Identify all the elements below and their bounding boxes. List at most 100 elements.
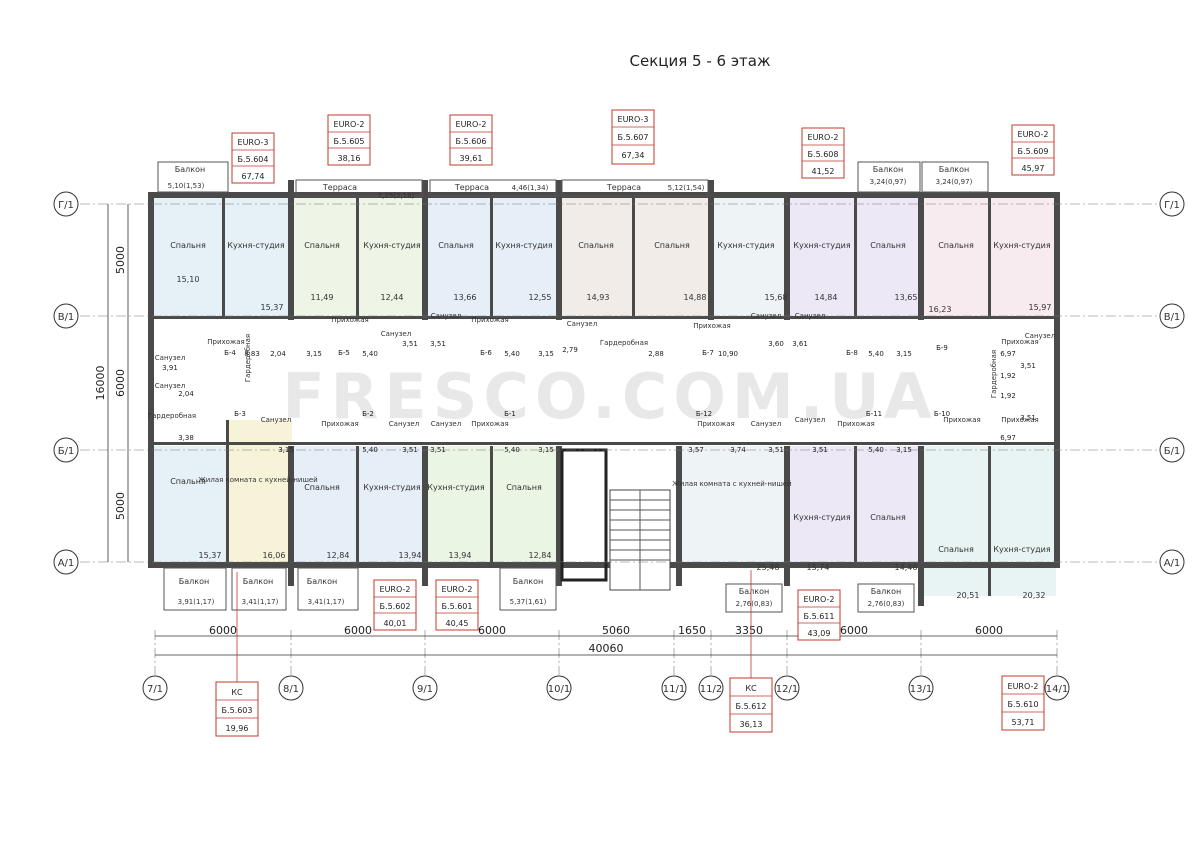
svg-text:5,40: 5,40 xyxy=(362,350,378,358)
svg-text:Спальня: Спальня xyxy=(304,241,340,250)
svg-text:14,93: 14,93 xyxy=(587,293,610,302)
svg-text:Санузел: Санузел xyxy=(751,312,781,320)
svg-text:4,46(1,34): 4,46(1,34) xyxy=(512,184,549,192)
svg-text:10/1: 10/1 xyxy=(548,684,570,695)
svg-text:Кухня-студия: Кухня-студия xyxy=(427,483,485,492)
svg-text:Спальня: Спальня xyxy=(938,545,974,554)
svg-text:Прихожая: Прихожая xyxy=(943,416,981,424)
svg-text:3,51: 3,51 xyxy=(812,446,828,454)
svg-text:6,97: 6,97 xyxy=(1000,434,1016,442)
dimension-chain-left: 5000 6000 5000 16000 xyxy=(94,204,129,562)
svg-text:15,37: 15,37 xyxy=(199,551,222,560)
svg-text:Санузел: Санузел xyxy=(431,420,461,428)
svg-text:40,01: 40,01 xyxy=(384,619,407,628)
svg-text:7/1: 7/1 xyxy=(147,684,163,695)
svg-text:67,74: 67,74 xyxy=(242,172,265,181)
axis-grid xyxy=(80,203,1160,675)
svg-text:Б-8: Б-8 xyxy=(846,349,858,357)
svg-text:Б.5.609: Б.5.609 xyxy=(1018,147,1049,156)
svg-text:25,48: 25,48 xyxy=(757,563,780,572)
svg-text:Б-7: Б-7 xyxy=(702,349,714,357)
page-title: Секция 5 - 6 этаж xyxy=(630,52,771,70)
svg-text:Балкон: Балкон xyxy=(739,587,769,596)
svg-text:Санузел: Санузел xyxy=(155,354,185,362)
svg-text:Балкон: Балкон xyxy=(307,577,337,586)
svg-text:Санузел: Санузел xyxy=(261,416,291,424)
svg-text:Спальня: Спальня xyxy=(578,241,614,250)
svg-text:Спальня: Спальня xyxy=(304,483,340,492)
svg-text:Б-3: Б-3 xyxy=(234,410,246,418)
svg-text:Б-9: Б-9 xyxy=(936,344,948,352)
svg-text:5000: 5000 xyxy=(114,492,127,520)
svg-text:7,25(2,18): 7,25(2,18) xyxy=(378,192,415,200)
svg-text:Балкон: Балкон xyxy=(939,165,969,174)
svg-text:Б.5.611: Б.5.611 xyxy=(804,612,835,621)
svg-text:EURO-2: EURO-2 xyxy=(456,120,487,129)
svg-text:EURO-2: EURO-2 xyxy=(442,585,473,594)
outer-walls xyxy=(148,180,1060,606)
svg-text:6000: 6000 xyxy=(209,624,237,637)
svg-text:КС: КС xyxy=(231,688,243,697)
svg-text:Гардеробная: Гардеробная xyxy=(600,339,648,347)
svg-text:Балкон: Балкон xyxy=(513,577,543,586)
svg-text:15,37: 15,37 xyxy=(261,303,284,312)
svg-text:EURO-2: EURO-2 xyxy=(380,585,411,594)
svg-text:3,91: 3,91 xyxy=(162,364,178,372)
svg-text:3,61: 3,61 xyxy=(792,340,808,348)
svg-text:3,15: 3,15 xyxy=(896,446,912,454)
svg-text:6,97: 6,97 xyxy=(1000,350,1016,358)
svg-text:Б-12: Б-12 xyxy=(696,410,712,418)
svg-text:2,04: 2,04 xyxy=(270,350,286,358)
svg-text:13,94: 13,94 xyxy=(399,551,422,560)
svg-text:14/1: 14/1 xyxy=(1046,684,1068,695)
svg-text:Г/1: Г/1 xyxy=(1164,200,1180,211)
svg-text:8,83: 8,83 xyxy=(244,350,260,358)
svg-text:Терраса: Терраса xyxy=(606,183,641,192)
svg-text:Б-2: Б-2 xyxy=(362,410,374,418)
svg-text:Б-4: Б-4 xyxy=(224,349,236,357)
svg-text:Прихожая: Прихожая xyxy=(321,420,359,428)
service-labels: Прихожая Прихожая Прихожая Прихожая Прих… xyxy=(148,312,1055,428)
svg-text:EURO-3: EURO-3 xyxy=(618,115,649,124)
svg-text:10,90: 10,90 xyxy=(718,350,738,358)
svg-text:Прихожая: Прихожая xyxy=(207,338,245,346)
svg-text:Б/1: Б/1 xyxy=(1164,446,1181,457)
svg-text:53,71: 53,71 xyxy=(1012,718,1035,727)
svg-text:3,41(1,17): 3,41(1,17) xyxy=(242,598,279,606)
svg-text:13/1: 13/1 xyxy=(910,684,932,695)
svg-text:Балкон: Балкон xyxy=(873,165,903,174)
svg-text:3350: 3350 xyxy=(735,624,763,637)
svg-text:Санузел: Санузел xyxy=(795,416,825,424)
svg-text:Б.5.606: Б.5.606 xyxy=(456,137,487,146)
watermark: FRESCO.COM.UA xyxy=(282,360,937,433)
svg-text:16,23: 16,23 xyxy=(929,305,952,314)
svg-text:Прихожая: Прихожая xyxy=(693,322,731,330)
svg-text:EURO-3: EURO-3 xyxy=(238,138,269,147)
svg-text:38,16: 38,16 xyxy=(338,154,361,163)
svg-text:Спальня: Спальня xyxy=(870,241,906,250)
svg-text:Спальня: Спальня xyxy=(506,483,542,492)
svg-text:12/1: 12/1 xyxy=(776,684,798,695)
svg-text:Б-11: Б-11 xyxy=(866,410,882,418)
svg-text:Спальня: Спальня xyxy=(654,241,690,250)
svg-text:14,88: 14,88 xyxy=(684,293,707,302)
svg-text:Прихожая: Прихожая xyxy=(471,316,509,324)
svg-text:Жилая комната с кухней-нишей: Жилая комната с кухней-нишей xyxy=(672,480,791,488)
svg-text:Б-5: Б-5 xyxy=(338,349,350,357)
svg-text:Санузел: Санузел xyxy=(431,312,461,320)
svg-text:3,15: 3,15 xyxy=(538,446,554,454)
svg-text:Б-1: Б-1 xyxy=(504,410,516,418)
corridor xyxy=(152,370,1056,410)
svg-text:3,51: 3,51 xyxy=(430,446,446,454)
svg-text:Санузел: Санузел xyxy=(751,420,781,428)
svg-text:Санузел: Санузел xyxy=(389,420,419,428)
svg-text:14,84: 14,84 xyxy=(815,293,838,302)
